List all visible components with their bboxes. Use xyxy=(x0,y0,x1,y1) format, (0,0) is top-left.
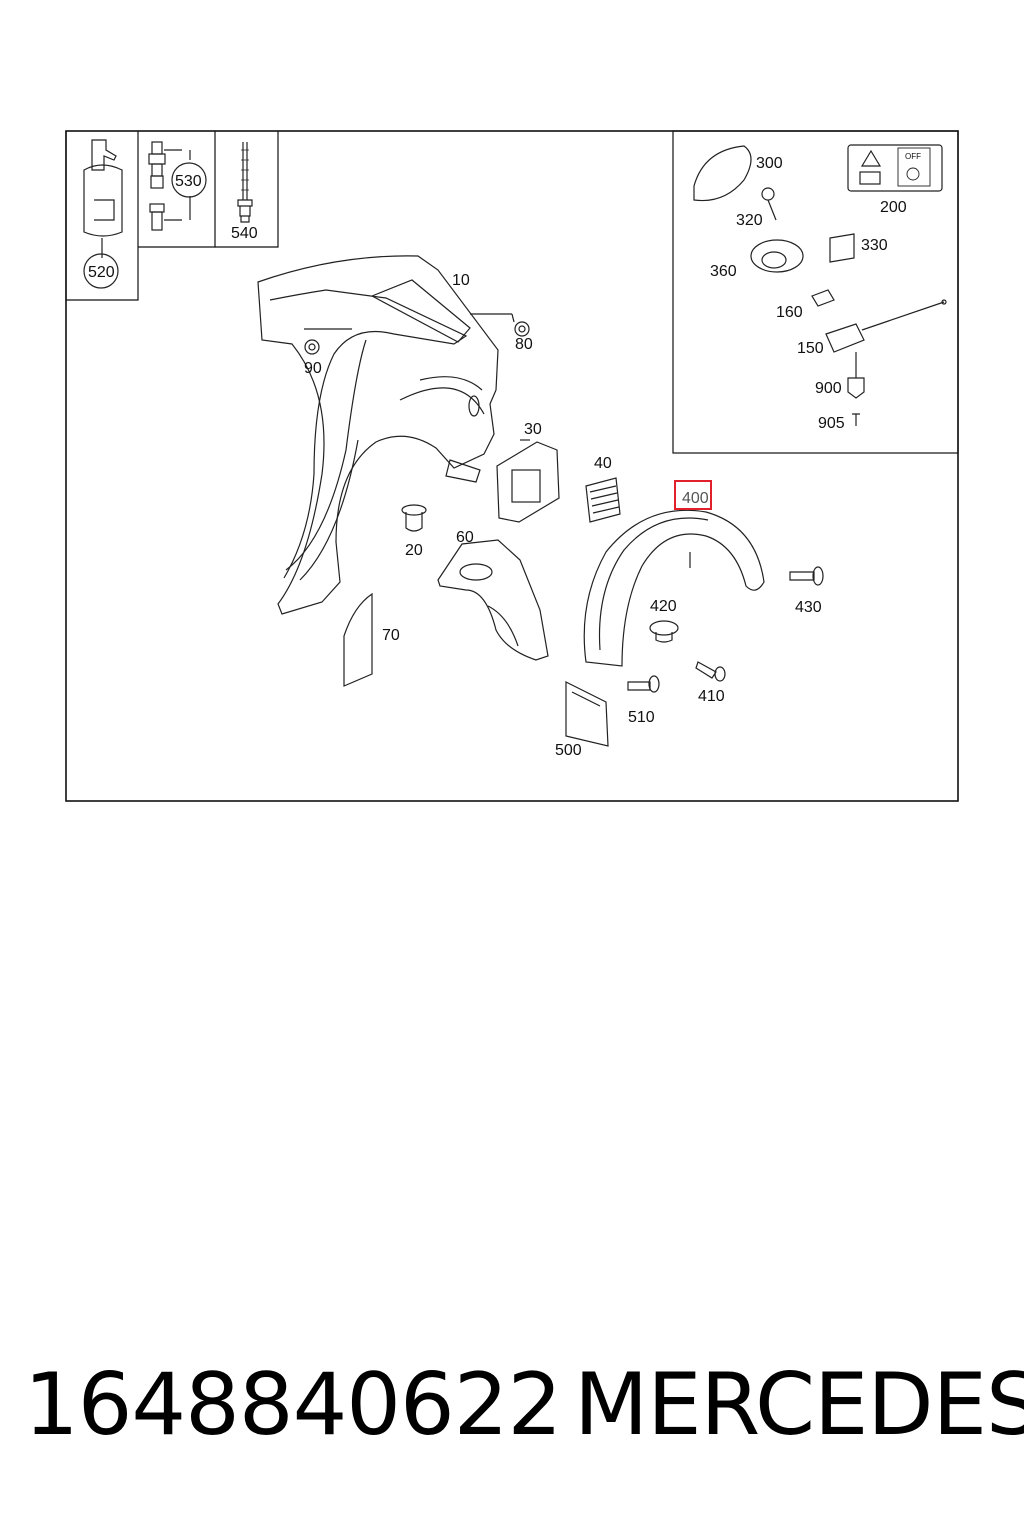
callout-530: 530 xyxy=(175,173,202,190)
callout-circle-520 xyxy=(83,253,119,289)
callout-highlight-400 xyxy=(674,480,712,510)
sealant-bottle-icon xyxy=(83,139,123,258)
callout-330: 330 xyxy=(861,237,888,254)
callout-540: 540 xyxy=(231,225,258,242)
nut-90-icon xyxy=(304,328,352,355)
callout-90: 90 xyxy=(304,360,322,377)
callout-360: 360 xyxy=(710,263,737,280)
warning-label-200-icon: OFF xyxy=(847,144,943,192)
callout-80: 80 xyxy=(515,336,533,353)
callout-circle-530 xyxy=(171,162,207,198)
actuator-160-icon xyxy=(811,289,835,307)
callout-430: 430 xyxy=(795,599,822,616)
consumables-box xyxy=(65,131,279,301)
callout-900: 900 xyxy=(815,380,842,397)
callout-10: 10 xyxy=(452,272,470,289)
fuel-filler-housing-360 xyxy=(750,239,804,273)
callout-60: 60 xyxy=(456,529,474,546)
label-330-icon xyxy=(829,233,855,263)
callout-30: 30 xyxy=(524,421,542,438)
parts-diagram: OFF 10 20 30 40 60 70 80 90 150 160 20 xyxy=(65,130,959,802)
part-number-caption: 1648840622 xyxy=(24,1355,562,1455)
callout-400: 400 xyxy=(682,490,709,507)
screw-430-icon xyxy=(789,566,824,586)
inner-panel-60 xyxy=(437,539,549,661)
pin-905-icon xyxy=(852,413,860,426)
callout-520: 520 xyxy=(88,264,115,281)
wheel-housing-liner-400 xyxy=(583,509,765,667)
diagram-frame xyxy=(65,130,959,802)
callout-160: 160 xyxy=(776,304,803,321)
brand-caption: MERCEDES xyxy=(574,1355,1024,1455)
callout-70: 70 xyxy=(382,627,400,644)
fuel-flap-300 xyxy=(693,145,752,202)
callout-410: 410 xyxy=(698,688,725,705)
callout-200: 200 xyxy=(880,199,907,216)
screw-410-icon xyxy=(695,661,726,682)
clip-420-icon xyxy=(649,620,679,643)
callout-420: 420 xyxy=(650,598,677,615)
callout-150: 150 xyxy=(797,340,824,357)
rear-side-panel xyxy=(257,255,499,615)
vent-grille-40 xyxy=(585,477,621,523)
actuator-150-icon xyxy=(825,299,947,353)
callout-500: 500 xyxy=(555,742,582,759)
fuel-flap-inset-frame xyxy=(672,130,959,454)
long-bolt-icon xyxy=(237,142,253,223)
mud-flap-500 xyxy=(565,681,609,747)
callout-905: 905 xyxy=(818,415,845,432)
nut-80-icon xyxy=(470,313,530,337)
plug-20-icon xyxy=(401,504,427,532)
callout-40: 40 xyxy=(594,455,612,472)
svg-text:OFF: OFF xyxy=(905,152,921,161)
callout-510: 510 xyxy=(628,709,655,726)
callout-300: 300 xyxy=(756,155,783,172)
callout-320: 320 xyxy=(736,212,763,229)
cap-900-icon xyxy=(847,352,865,399)
callout-20: 20 xyxy=(405,542,423,559)
screw-320-icon xyxy=(761,187,777,221)
trim-piece-70 xyxy=(343,592,373,687)
connector-pieces-icon xyxy=(148,141,191,231)
screw-510-icon xyxy=(627,675,660,693)
bracket-30 xyxy=(496,439,560,523)
